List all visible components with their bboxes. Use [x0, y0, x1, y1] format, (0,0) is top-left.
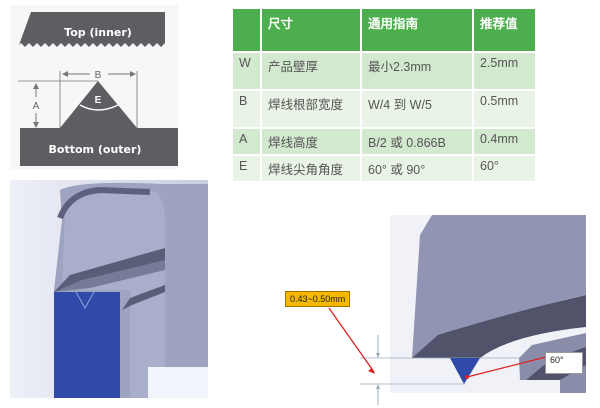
cad-render-part-overview	[10, 180, 208, 398]
weld-triangle	[450, 358, 480, 384]
weld-line-triangle	[75, 291, 95, 310]
row-key: B	[233, 91, 262, 127]
row-name: 焊线高度	[262, 129, 362, 154]
header-dimension: 尺寸	[262, 9, 362, 51]
bottom-outer-part	[20, 128, 178, 166]
row-value: 0.4mm	[474, 129, 537, 154]
row-key: A	[233, 129, 262, 154]
weld-triangle	[60, 81, 137, 128]
label-e: E	[95, 95, 102, 106]
header-key	[233, 9, 262, 51]
top-inner-part	[19, 12, 165, 47]
weld-line-dimension-diagram: Top (inner) Bottom (outer) E B A	[10, 5, 178, 169]
row-value: 2.5mm	[474, 53, 537, 89]
row-key: E	[233, 156, 262, 181]
label-a: A	[33, 101, 40, 112]
table-header-row: 尺寸 通用指南 推荐值	[233, 9, 537, 51]
weld-part-section	[54, 292, 120, 398]
label-b: B	[95, 70, 102, 81]
row-key: W	[233, 53, 262, 89]
callout-arrow-height	[328, 307, 375, 373]
row-name: 产品壁厚	[262, 53, 362, 89]
header-recommended: 推荐值	[474, 9, 537, 51]
header-guideline: 通用指南	[362, 9, 474, 51]
angle-callout: 60°	[545, 352, 583, 374]
callout-arrow-angle	[466, 356, 547, 378]
row-name: 焊线根部宽度	[262, 91, 362, 127]
cad-render-weld-detail	[328, 215, 586, 405]
bottom-label: Bottom (outer)	[49, 143, 142, 156]
height-range-callout: 0.43~0.50mm	[285, 291, 351, 307]
row-guide: 60° 或 90°	[362, 156, 474, 181]
row-value: 0.5mm	[474, 91, 537, 127]
row-guide: 最小2.3mm	[362, 53, 474, 89]
row-value: 60°	[474, 156, 537, 181]
row-name: 焊线尖角角度	[262, 156, 362, 181]
top-label: Top (inner)	[64, 26, 132, 39]
row-guide: B/2 或 0.866B	[362, 129, 474, 154]
row-guide: W/4 到 W/5	[362, 91, 474, 127]
